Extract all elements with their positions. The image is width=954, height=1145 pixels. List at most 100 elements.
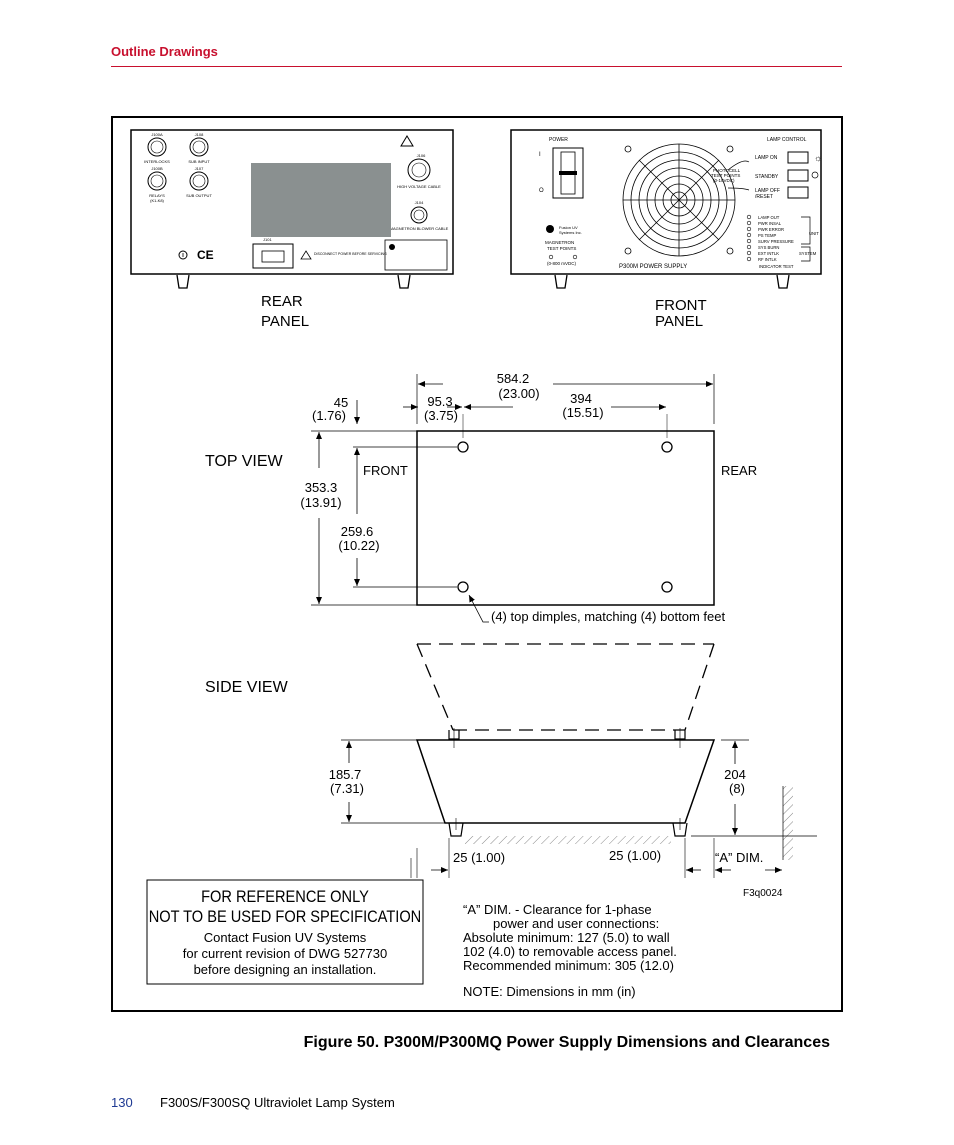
label-sub-output: SUB OUTPUT — [186, 193, 212, 198]
indicator-pwr-error: PWR ERROR — [758, 227, 784, 232]
logo-icon — [389, 244, 395, 250]
magnetron-label: MAGNETRON — [545, 240, 574, 245]
front-panel-label-2: PANEL — [655, 313, 703, 330]
connector-icon — [147, 137, 431, 224]
indicator-test-label: INDICATOR TEST — [759, 264, 794, 269]
lamp-off-reset-label: /RESET — [755, 194, 773, 200]
lamp-on-button — [787, 151, 809, 164]
side-view-outline — [415, 739, 716, 824]
rear-panel: J100A J108 J100B J107 J106 J104 INTERLOC… — [130, 129, 454, 330]
indicator-leds — [746, 214, 752, 262]
hole-spacing-mm: 394 — [570, 391, 592, 406]
drawing-id: F3q0024 — [743, 888, 783, 899]
clearance-line-3: Absolute minimum: 127 (5.0) to wall — [463, 930, 670, 945]
standby-label: STANDBY — [755, 174, 779, 180]
stacked-unit-outline — [416, 643, 715, 731]
clearance-line-2: power and user connections: — [493, 916, 659, 931]
connector-j108: J108 — [195, 132, 204, 137]
top-view-outline — [416, 430, 715, 606]
top-view: TOP VIEW FRONT REAR 584.2 (23.00) 95.3 (… — [205, 371, 757, 624]
lamp-off-label: LAMP OFF — [755, 188, 780, 194]
page-number: 130 — [111, 1095, 133, 1110]
photocell-test-points: TEST POINTS — [711, 173, 740, 178]
hole-depth-mm: 259.6 — [341, 524, 374, 539]
company-logo-icon — [546, 225, 554, 233]
reference-line-4: for current revision of DWG 527730 — [183, 946, 387, 961]
lamp-off-button — [787, 186, 809, 199]
clearance-line-4: 102 (4.0) to removable access panel. — [463, 944, 677, 959]
label-relays: RELAYS — [149, 193, 165, 198]
wall-hatch — [783, 786, 793, 860]
photocell-range: (0-10VDC) — [713, 178, 735, 183]
foot-left-dim: 25 (1.00) — [453, 850, 505, 865]
hole-spacing-in: (15.51) — [562, 405, 603, 420]
indicator-ps-temp: PS TEMP — [758, 233, 777, 238]
serial-plate — [384, 239, 448, 271]
model-label: P300M POWER SUPPLY — [619, 264, 687, 270]
photocell-label: PHOTOCELL — [713, 168, 741, 173]
hole-offset-in: (3.75) — [424, 408, 458, 423]
hole-offset-mm: 95.3 — [427, 394, 452, 409]
connector-j104: J104 — [415, 200, 424, 205]
caution-icon — [300, 250, 312, 260]
header-rule — [111, 66, 842, 67]
document-title: F300S/F300SQ Ultraviolet Lamp System — [160, 1095, 395, 1110]
standby-icon — [811, 171, 819, 179]
fan-grille-icon — [622, 143, 736, 257]
clearance-line-1: “A” DIM. - Clearance for 1-phase — [463, 902, 652, 917]
connector-j100a: J100A — [151, 132, 163, 137]
logo-text: Fusion UV — [559, 225, 578, 230]
height-in: (7.31) — [330, 781, 364, 796]
indicator-ext-intlk: EXT INTLK — [758, 251, 779, 256]
power-label: POWER — [549, 137, 568, 143]
warning-icon — [400, 135, 414, 147]
hole-depth-in: (10.22) — [338, 538, 379, 553]
label-interlocks: INTERLOCKS — [144, 159, 170, 164]
edge-offset-mm: 45 — [334, 395, 348, 410]
ce-mark: CE — [197, 248, 214, 262]
indicator-rf-intlk: RF INTLK — [758, 257, 777, 262]
unit-label: UNIT — [809, 231, 819, 236]
label-sub-input: SUB INPUT — [188, 159, 210, 164]
lamp-on-label: LAMP ON — [755, 155, 778, 161]
reference-line-3: Contact Fusion UV Systems — [204, 930, 367, 945]
indicator-sys-burn: SYS BURN — [758, 245, 779, 250]
front-panel: POWER I O P300M POWER SUPPLY Fusion UV S… — [510, 129, 822, 330]
indicator-lamp-out: LAMP OUT — [758, 215, 780, 220]
rear-label-plate — [251, 163, 391, 237]
top-view-title: TOP VIEW — [205, 453, 284, 470]
indicator-surv-pressure: SURV PRESSURE — [758, 239, 794, 244]
a-dim-label: “A” DIM. — [715, 850, 763, 865]
dimension-unit-note: NOTE: Dimensions in mm (in) — [463, 984, 636, 999]
indicator-pwr-insal: PWR INSAL — [758, 221, 782, 226]
edge-offset-in: (1.76) — [312, 408, 346, 423]
clearance-line-5: Recommended minimum: 305 (12.0) — [463, 958, 674, 973]
power-on-mark: I — [539, 152, 541, 158]
figure-frame: J100A J108 J100B J107 J106 J104 INTERLOC… — [111, 116, 843, 1012]
reference-box: FOR REFERENCE ONLY NOT TO BE USED FOR SP… — [146, 879, 424, 985]
overall-height-in: (8) — [729, 781, 745, 796]
outline-drawing: J100A J108 J100B J107 J106 J104 INTERLOC… — [130, 129, 822, 999]
depth-mm: 353.3 — [305, 480, 338, 495]
section-title: Outline Drawings — [111, 44, 218, 59]
lamp-on-icon: ☼ — [814, 153, 822, 163]
height-mm: 185.7 — [329, 767, 362, 782]
ground-icon — [178, 250, 188, 260]
width-in: (23.00) — [498, 386, 539, 401]
connector-j100b: J100B — [151, 166, 163, 171]
dimple-icon — [457, 441, 673, 593]
rear-label: REAR — [721, 463, 757, 478]
power-switch — [552, 147, 584, 199]
system-label: SYSTEM — [799, 251, 817, 256]
reference-line-1: FOR REFERENCE ONLY — [201, 888, 369, 906]
power-inlet-icon — [252, 243, 294, 269]
figure-caption: Figure 50. P300M/P300MQ Power Supply Dim… — [303, 1034, 830, 1051]
warning-note: DISCONNECT POWER BEFORE SERVICING — [314, 252, 387, 256]
lamp-control-label: LAMP CONTROL — [767, 137, 807, 143]
overall-height-mm: 204 — [724, 767, 746, 782]
side-view-title: SIDE VIEW — [205, 679, 289, 696]
connector-j101: J101 — [263, 237, 272, 242]
front-label: FRONT — [363, 463, 408, 478]
magnetron-test-points: TEST POINTS — [547, 246, 576, 251]
label-high-voltage-cable: HIGH VOLTAGE CABLE — [397, 184, 441, 189]
